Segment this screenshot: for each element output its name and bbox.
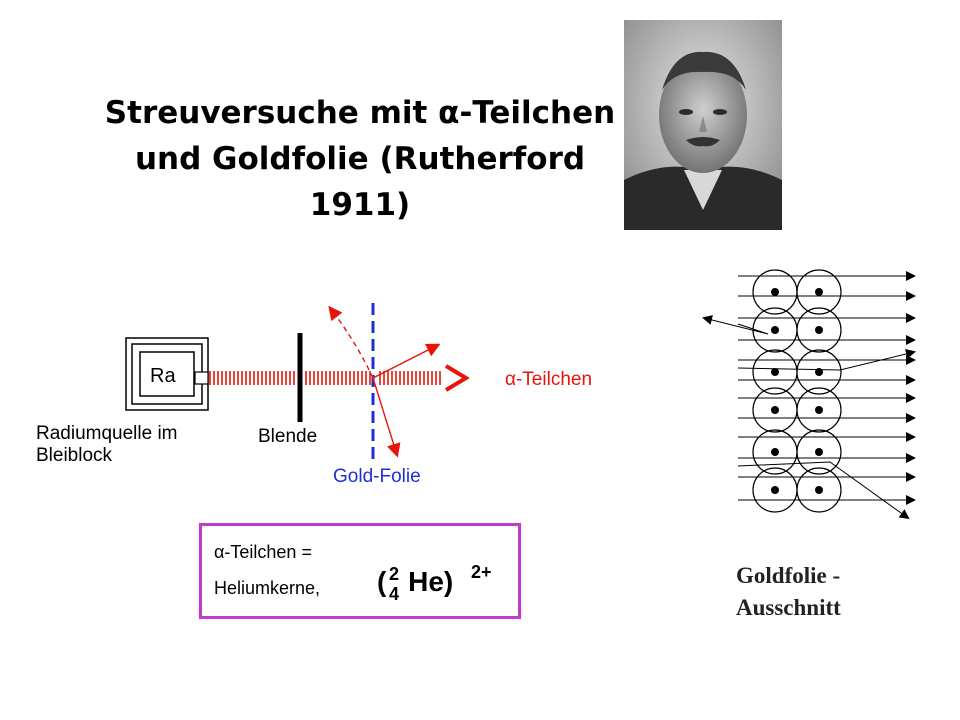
title-line-3: 1911) bbox=[309, 187, 411, 223]
info-line-1: α-Teilchen = bbox=[214, 542, 312, 562]
formula-mass: 2 bbox=[389, 564, 400, 584]
backscatter-dashed bbox=[328, 305, 374, 379]
info-line-2: Heliumkerne, bbox=[214, 578, 321, 598]
alpha-info-box: α-Teilchen = Heliumkerne, ( 2 4 He) 2+ bbox=[199, 523, 521, 619]
formula-charge: 2+ bbox=[471, 562, 492, 582]
formula-charge-number: 4 bbox=[389, 584, 400, 604]
gold-atoms bbox=[752, 269, 842, 513]
caption-line-2: Ausschnitt bbox=[736, 595, 841, 620]
foil-label: Gold-Folie bbox=[333, 466, 421, 487]
beam-label: α-Teilchen bbox=[505, 369, 593, 390]
alpha-beam bbox=[209, 371, 441, 385]
slide-title: Streuversuche mit α-Teilchen und Goldfol… bbox=[40, 90, 680, 228]
rutherford-portrait bbox=[624, 20, 782, 230]
foil-alpha-paths bbox=[738, 271, 916, 505]
source-label: Ra bbox=[150, 365, 176, 387]
lead-block bbox=[125, 337, 209, 411]
source-caption-1: Radiumquelle im bbox=[36, 423, 178, 444]
scatter-up-right bbox=[372, 343, 441, 379]
source-caption-2: Bleiblock bbox=[36, 445, 113, 466]
scatter-down bbox=[372, 377, 401, 458]
title-line-2: und Goldfolie (Rutherford bbox=[134, 141, 586, 177]
foil-section-caption: Goldfolie - Ausschnitt bbox=[736, 560, 906, 624]
title-line-1: Streuversuche mit α-Teilchen bbox=[104, 95, 616, 131]
formula-element: He) bbox=[408, 566, 454, 597]
beam-chevron bbox=[444, 364, 470, 392]
gold-nuclei bbox=[771, 288, 823, 494]
caption-line-1: Goldfolie - bbox=[736, 563, 841, 588]
aperture-label: Blende bbox=[258, 426, 318, 447]
helium-formula: ( 2 4 He) 2+ bbox=[377, 562, 492, 604]
foil-deflected-paths bbox=[702, 315, 916, 520]
formula-open: ( bbox=[377, 566, 387, 597]
